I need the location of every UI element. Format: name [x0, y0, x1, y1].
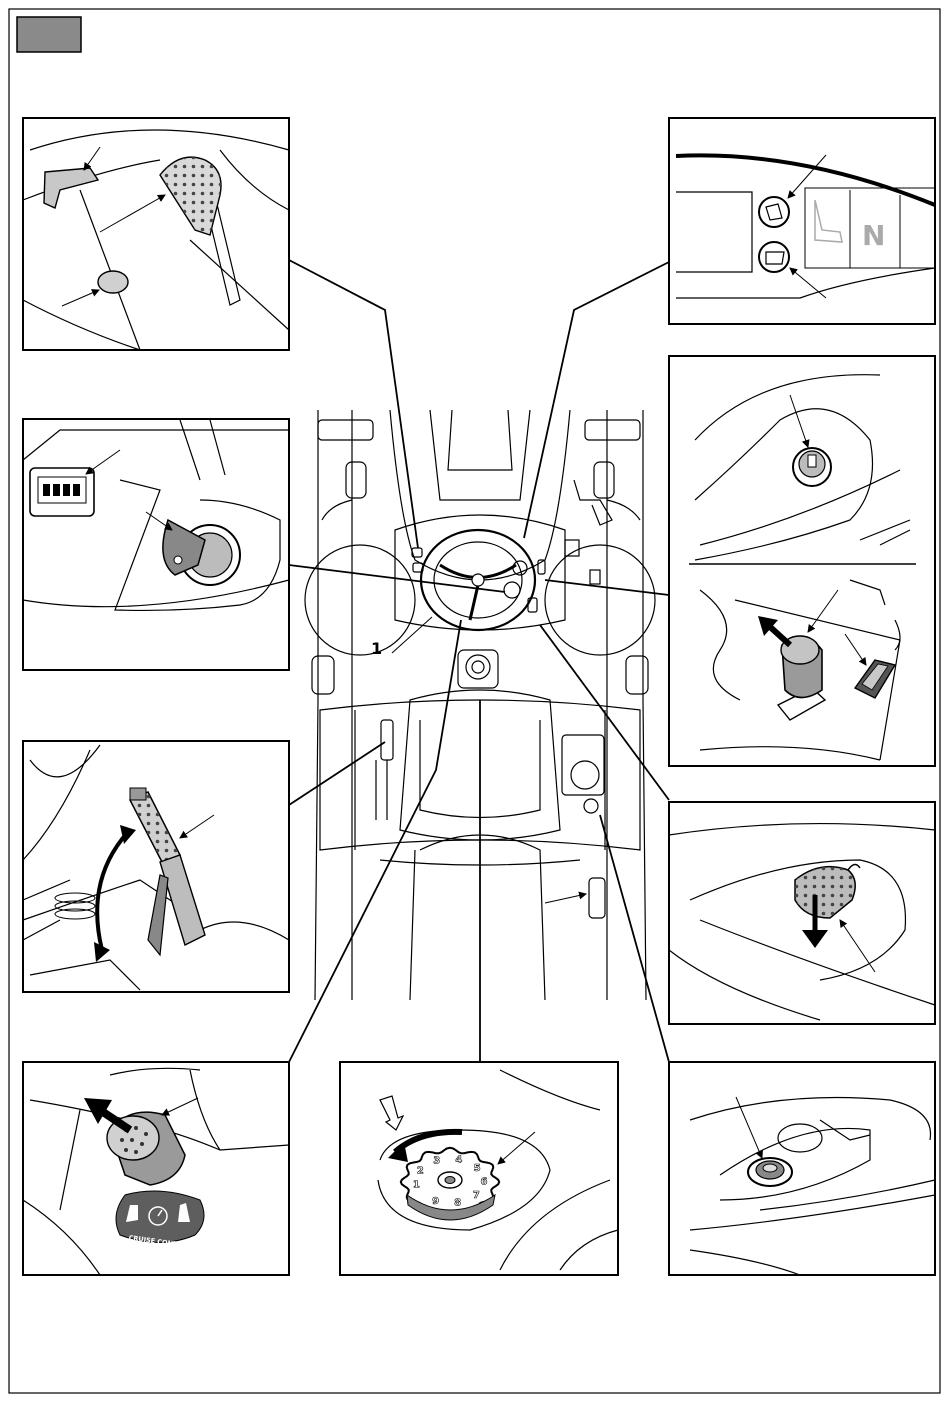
- knob-digit: 3: [433, 1156, 440, 1167]
- brake-pedal-detail: [23, 118, 289, 350]
- cruise-control-detail: CRUISE CONTROL: [23, 1062, 289, 1275]
- section-tab: [17, 17, 81, 52]
- knob-digit: 5: [474, 1163, 481, 1174]
- knob-digit: 4: [455, 1155, 462, 1166]
- knob-digit: 7: [473, 1190, 480, 1201]
- indicator-lamps-detail: N: [669, 118, 935, 324]
- knob-digit: 2: [417, 1165, 424, 1176]
- neutral-indicator-letter: N: [862, 219, 885, 252]
- knob-digit: 8: [454, 1197, 461, 1208]
- callout-number: 1: [371, 639, 382, 658]
- knob-digit: 1: [413, 1179, 420, 1190]
- knob-digit: 9: [432, 1196, 439, 1207]
- fuel-cap-detail: [669, 1062, 935, 1275]
- drive-pedal-detail: [669, 802, 935, 1024]
- ignition-hour-meter-detail: [23, 419, 289, 670]
- deck-height-knob-detail: 1 23 4 567 8 9: [340, 1062, 618, 1275]
- height-lever-detail: [23, 741, 289, 992]
- knob-digit: 6: [481, 1176, 488, 1187]
